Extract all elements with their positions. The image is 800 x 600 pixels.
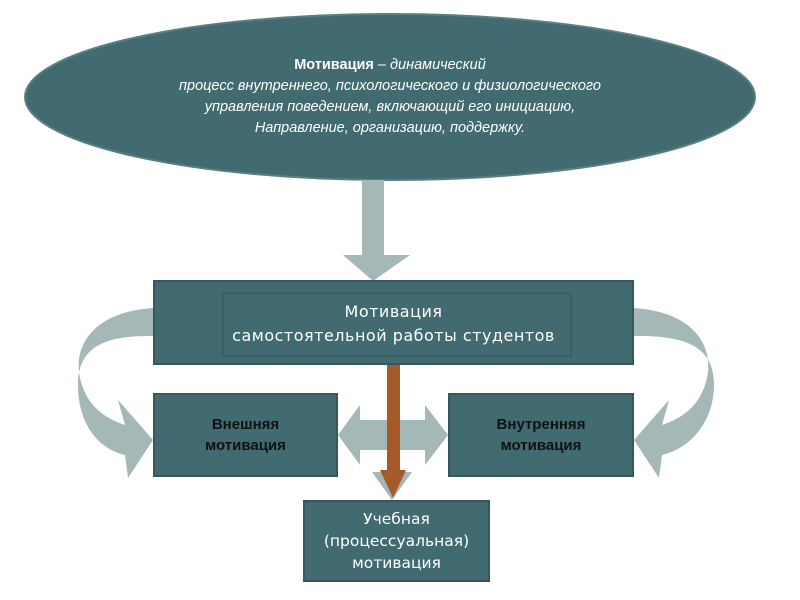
learning-motivation-box: Учебная (процессуальная) мотивация	[303, 500, 490, 582]
learning-line3: мотивация	[352, 554, 441, 572]
main-box-line2: самостоятельной работы студентов	[232, 326, 555, 345]
definition-line3: управления поведением, включающий его ин…	[204, 99, 576, 115]
definition-dash: –	[373, 57, 391, 73]
main-box-inner-frame	[222, 292, 572, 357]
definition-line4: Направление, организацию, поддержку.	[254, 120, 526, 136]
internal-line2: мотивация	[500, 437, 582, 454]
definition-term: Мотивация	[294, 57, 374, 73]
definition-line1: динамический	[390, 57, 486, 73]
external-motivation-box: Внешняя мотивация	[153, 393, 338, 477]
internal-line1: Внутренняя	[496, 416, 586, 433]
definition-text: Мотивация – динамический процесс внутрен…	[80, 55, 700, 139]
internal-motivation-box: Внутренняя мотивация	[448, 393, 634, 477]
definition-line2: процесс внутреннего, психологического и …	[179, 78, 601, 94]
down-arrow	[343, 180, 410, 281]
external-line1: Внешняя	[211, 416, 280, 433]
right-curved-arrow	[634, 308, 714, 478]
left-curved-arrow	[78, 308, 153, 478]
main-motivation-box	[153, 280, 634, 365]
learning-line1: Учебная	[363, 510, 430, 528]
main-box-line1: Мотивация	[344, 302, 443, 321]
brown-down-arrow	[380, 365, 406, 498]
definition-ellipse	[24, 13, 756, 181]
main-box-text: Мотивация самостоятельной работы студент…	[153, 300, 634, 348]
learning-line2: (процессуальная)	[323, 532, 470, 550]
external-line2: мотивация	[205, 437, 286, 454]
